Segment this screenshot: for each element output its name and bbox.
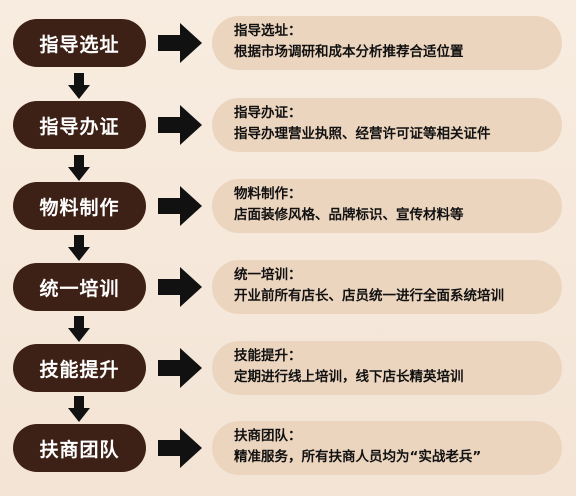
arrow-right-icon: [158, 267, 202, 307]
arrow-right-icon: [158, 428, 202, 468]
step-1-text: 根据市场调研和成本分析推荐合适位置: [234, 44, 464, 60]
step-2-title: 指导办证：: [234, 105, 302, 121]
step-4: 统一培训 统一培训： 开业前所有店长、店员统一进行全面系统培训: [0, 257, 576, 317]
arrow-right-icon: [158, 23, 202, 63]
step-1-title: 指导选址：: [234, 23, 302, 39]
step-6-description: 扶商团队： 精准服务，所有扶商人员均为“实战老兵”: [212, 421, 562, 475]
step-6-label: 扶商团队: [13, 424, 146, 472]
step-6-title: 扶商团队：: [234, 428, 302, 444]
arrow-right-icon: [158, 186, 202, 226]
arrow-down-icon: [68, 316, 90, 342]
step-4-description: 统一培训： 开业前所有店长、店员统一进行全面系统培训: [212, 260, 562, 314]
step-3-label: 物料制作: [13, 182, 146, 230]
step-5-title: 技能提升：: [234, 348, 302, 364]
step-4-text: 开业前所有店长、店员统一进行全面系统培训: [234, 288, 504, 304]
step-2-label: 指导办证: [13, 101, 146, 149]
arrow-right-icon: [158, 105, 202, 145]
step-1: 指导选址 指导选址： 根据市场调研和成本分析推荐合适位置: [0, 13, 576, 73]
step-3-description: 物料制作： 店面装修风格、品牌标识、宣传材料等: [212, 179, 562, 233]
step-2: 指导办证 指导办证： 指导办理营业执照、经营许可证等相关证件: [0, 95, 576, 155]
arrow-down-icon: [68, 73, 90, 99]
step-1-label: 指导选址: [13, 19, 146, 67]
step-5-text: 定期进行线上培训，线下店长精英培训: [234, 369, 464, 385]
step-3: 物料制作 物料制作： 店面装修风格、品牌标识、宣传材料等: [0, 176, 576, 236]
step-2-text: 指导办理营业执照、经营许可证等相关证件: [234, 126, 491, 142]
step-5-label: 技能提升: [13, 344, 146, 392]
step-1-description: 指导选址： 根据市场调研和成本分析推荐合适位置: [212, 16, 562, 70]
step-3-title: 物料制作：: [234, 186, 302, 202]
step-5: 技能提升 技能提升： 定期进行线上培训，线下店长精英培训: [0, 338, 576, 398]
step-6: 扶商团队 扶商团队： 精准服务，所有扶商人员均为“实战老兵”: [0, 418, 576, 478]
step-3-text: 店面装修风格、品牌标识、宣传材料等: [234, 207, 464, 223]
arrow-right-icon: [158, 348, 202, 388]
step-4-title: 统一培训：: [234, 267, 302, 283]
step-2-description: 指导办证： 指导办理营业执照、经营许可证等相关证件: [212, 98, 562, 152]
step-6-text: 精准服务，所有扶商人员均为“实战老兵”: [234, 449, 482, 465]
arrow-down-icon: [68, 155, 90, 181]
step-5-description: 技能提升： 定期进行线上培训，线下店长精英培训: [212, 341, 562, 395]
step-4-label: 统一培训: [13, 263, 146, 311]
arrow-down-icon: [68, 396, 90, 422]
arrow-down-icon: [68, 235, 90, 261]
